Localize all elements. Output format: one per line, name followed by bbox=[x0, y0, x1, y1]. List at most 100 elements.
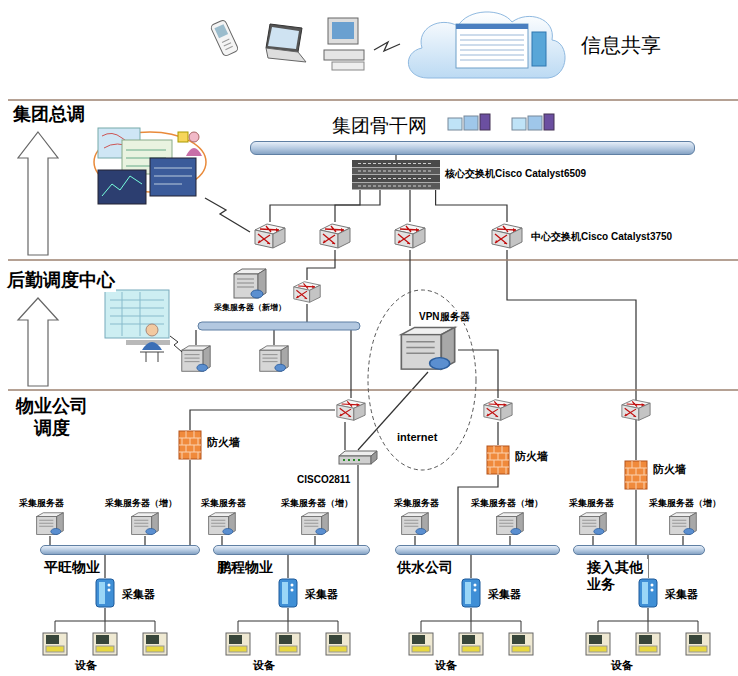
server-node-icon bbox=[300, 512, 330, 536]
collector-node: 采集器 bbox=[278, 578, 298, 608]
firewall-node: 防火墙 bbox=[486, 445, 510, 475]
server-node: 采集服务器 bbox=[578, 512, 608, 536]
server-node: 采集服务器 bbox=[400, 512, 430, 536]
device-group-icon bbox=[42, 620, 168, 656]
server-node-icon bbox=[35, 512, 65, 536]
node-label: 防火墙 bbox=[514, 450, 549, 463]
server-node: 采集服务器（增） bbox=[495, 512, 525, 536]
network-label: internet bbox=[396, 431, 438, 444]
node-label: 采集服务器（增） bbox=[470, 498, 544, 509]
network-link bbox=[357, 465, 358, 545]
collector-node: 采集器 bbox=[461, 578, 481, 608]
collector-node-icon bbox=[461, 578, 481, 608]
network-link bbox=[436, 190, 507, 222]
operator-console bbox=[105, 290, 182, 362]
node-label: 采集服务器（增） bbox=[104, 498, 178, 509]
network-bar: 鹏程物业 bbox=[213, 545, 370, 555]
network-link bbox=[144, 536, 145, 545]
network-link bbox=[509, 536, 510, 545]
network-link bbox=[682, 536, 683, 545]
network-link bbox=[49, 536, 50, 545]
network-wires bbox=[190, 190, 498, 450]
network-link bbox=[507, 250, 636, 460]
network-bar: 供水公司 bbox=[395, 545, 560, 555]
network-link bbox=[104, 555, 105, 578]
node-label: 核心交换机Cisco Catalyst6509 bbox=[444, 168, 587, 180]
server-node: VPN服务器 bbox=[398, 326, 458, 372]
node-label: 采集服务器 bbox=[568, 498, 615, 509]
network-link bbox=[592, 536, 593, 545]
server-node-icon bbox=[398, 326, 458, 372]
node-label: 采集服务器 bbox=[200, 498, 247, 509]
firewall-node-icon bbox=[624, 460, 648, 490]
network-link bbox=[287, 555, 288, 578]
node-label: 中心交换机Cisco Catalyst3750 bbox=[530, 231, 673, 243]
server-node-icon bbox=[495, 512, 525, 536]
firewall-node: 防火墙 bbox=[178, 430, 202, 460]
node-label: 设备 bbox=[74, 659, 98, 672]
node-label: 设备 bbox=[252, 659, 276, 672]
collector-node-icon bbox=[638, 578, 658, 608]
device-group: 设备 bbox=[585, 620, 711, 656]
internet-cloud-boundary bbox=[368, 290, 476, 470]
device-group-icon bbox=[225, 620, 351, 656]
collector-node: 采集器 bbox=[638, 578, 658, 608]
firewall-node-icon bbox=[178, 430, 202, 460]
node-label: 采集器 bbox=[304, 588, 339, 601]
network-link bbox=[458, 475, 498, 545]
band-label: 后勤调度中心 bbox=[6, 270, 116, 292]
network-link bbox=[414, 536, 415, 545]
network-link bbox=[470, 608, 471, 620]
hollow-arrows bbox=[18, 132, 58, 386]
band-label: 集团总调 bbox=[12, 104, 86, 126]
node-label: 设备 bbox=[610, 659, 634, 672]
router-node-icon bbox=[338, 450, 378, 465]
separator-lines bbox=[8, 100, 738, 390]
device-group: 设备 bbox=[42, 620, 168, 656]
device-group-icon bbox=[408, 620, 534, 656]
node-label: 平旺物业 bbox=[43, 559, 101, 576]
server-node: 采集服务器（增） bbox=[668, 512, 698, 536]
node-label: 采集服务器（新增） bbox=[213, 303, 287, 313]
firewall-node: 防火墙 bbox=[624, 460, 648, 490]
server-node-icon bbox=[578, 512, 608, 536]
device-group: 设备 bbox=[408, 620, 534, 656]
band-label: 物业公司 调度 bbox=[10, 396, 95, 439]
cloud-node-icon bbox=[400, 8, 570, 80]
network-link bbox=[104, 608, 105, 620]
switch-node-icon bbox=[490, 222, 524, 250]
backbone-servers bbox=[448, 114, 554, 130]
node-label: 鹏程物业 bbox=[216, 559, 274, 576]
network-link bbox=[635, 490, 636, 545]
switch-node: 中心交换机Cisco Catalyst3750 bbox=[490, 222, 524, 250]
node-label: 采集服务器 bbox=[393, 498, 440, 509]
network-link bbox=[314, 536, 315, 545]
server-node: 采集服务器（新增） bbox=[232, 268, 268, 300]
network-link bbox=[395, 155, 396, 160]
server-node: 采集服务器（增） bbox=[130, 512, 160, 536]
node-label: 采集服务器（增） bbox=[648, 498, 722, 509]
core-switch-icon bbox=[352, 160, 440, 190]
firewall-node-icon bbox=[486, 445, 510, 475]
network-bar: 平旺物业 bbox=[40, 545, 200, 555]
server-node-icon bbox=[400, 512, 430, 536]
network-link bbox=[647, 608, 648, 620]
logistics-lan bbox=[182, 322, 360, 371]
node-label: 采集服务器 bbox=[18, 498, 65, 509]
network-link bbox=[287, 608, 288, 620]
node-label: CISCO2811 bbox=[296, 474, 351, 486]
network-link bbox=[189, 460, 190, 545]
server-node-icon bbox=[207, 512, 237, 536]
node-label: 供水公司 bbox=[396, 559, 454, 576]
node-label: 设备 bbox=[434, 659, 458, 672]
node-label: 防火墙 bbox=[206, 436, 241, 449]
cloud-node: 信息共享 bbox=[400, 8, 570, 80]
server-node-icon bbox=[130, 512, 160, 536]
collector-node-icon bbox=[95, 578, 115, 608]
node-label: 信息共享 bbox=[580, 33, 662, 57]
node-label: 采集器 bbox=[487, 588, 522, 601]
terminal-icons bbox=[210, 18, 400, 70]
node-label: 采集器 bbox=[121, 588, 156, 601]
dispatch-screens bbox=[94, 128, 250, 232]
